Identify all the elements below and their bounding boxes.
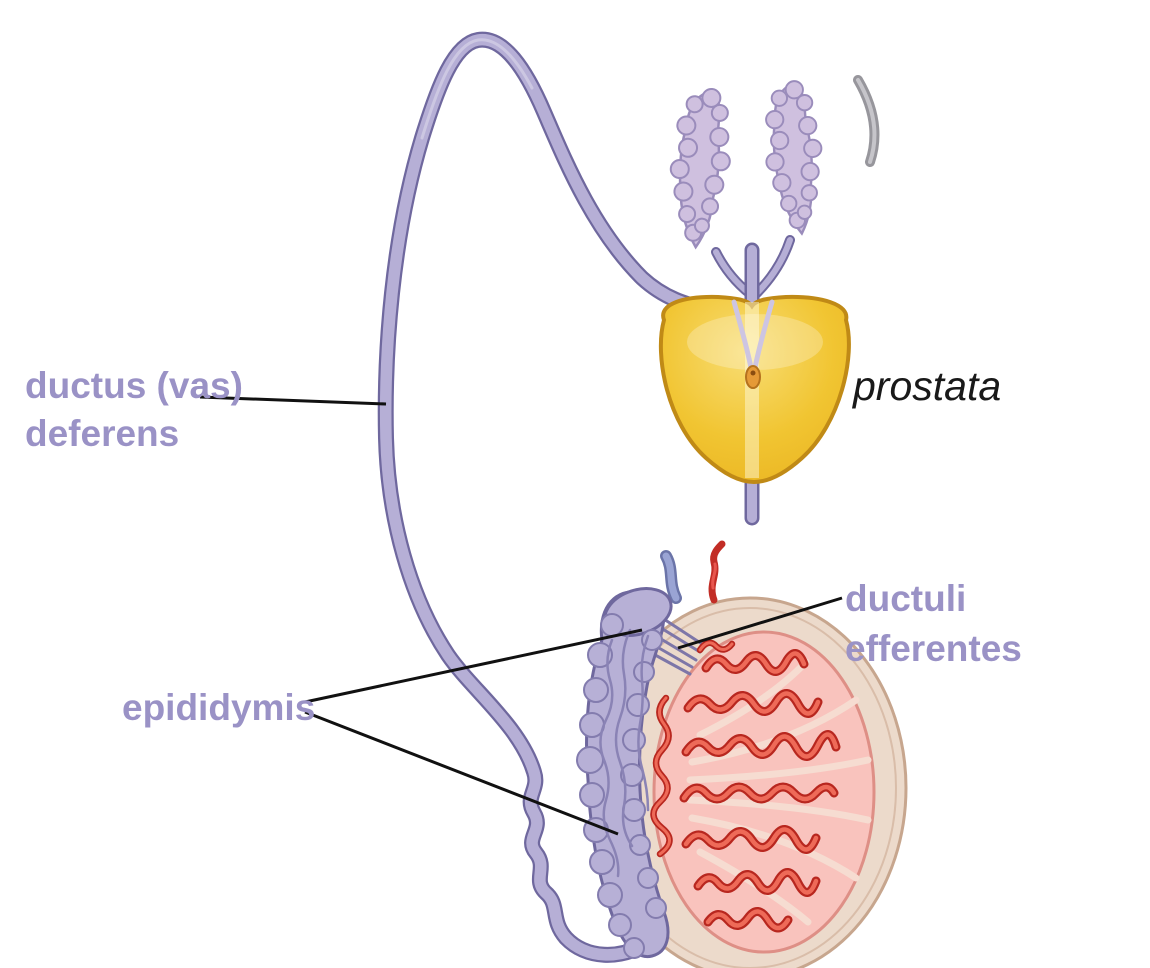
label-ductuli-line2: efferentes — [845, 628, 1022, 669]
label-epididymis: epididymis — [122, 687, 316, 728]
label-ductus-deferens-line1: ductus (vas) — [25, 365, 243, 406]
label-ductus-deferens-line2: deferens — [25, 413, 180, 454]
testis — [650, 630, 876, 954]
leader-lines — [199, 395, 843, 836]
vas-deferens-duct — [377, 31, 724, 963]
seminiferous-tubules — [650, 649, 841, 933]
ejaculatory-duct-left — [731, 299, 754, 371]
leader-line-ductus-deferens — [199, 395, 387, 406]
prostatic-urethra — [745, 302, 759, 478]
seminal-vesicle-left — [669, 87, 731, 250]
leader-line-ductuli-efferentes — [677, 596, 843, 650]
verumontanum — [745, 365, 761, 389]
prostate-highlight — [687, 314, 823, 370]
ejaculatory-duct-right — [752, 299, 775, 371]
leader-line-epididymis-lower — [304, 710, 619, 836]
epididymis — [576, 587, 673, 959]
leader-line-epididymis-upper — [304, 628, 643, 704]
testicular-vessels — [660, 540, 726, 604]
verumontanum-dot — [750, 370, 756, 376]
label-ductuli-line1: ductuli — [845, 578, 967, 619]
label-ductuli-efferentes: ductuli efferentes — [845, 574, 1022, 674]
prostate — [658, 294, 851, 485]
label-ductus-deferens: ductus (vas) deferens — [25, 362, 243, 458]
seminal-vesicle-right — [765, 80, 823, 236]
ureter-cut-duct — [853, 75, 880, 167]
label-prostata: prostata — [853, 363, 1002, 409]
